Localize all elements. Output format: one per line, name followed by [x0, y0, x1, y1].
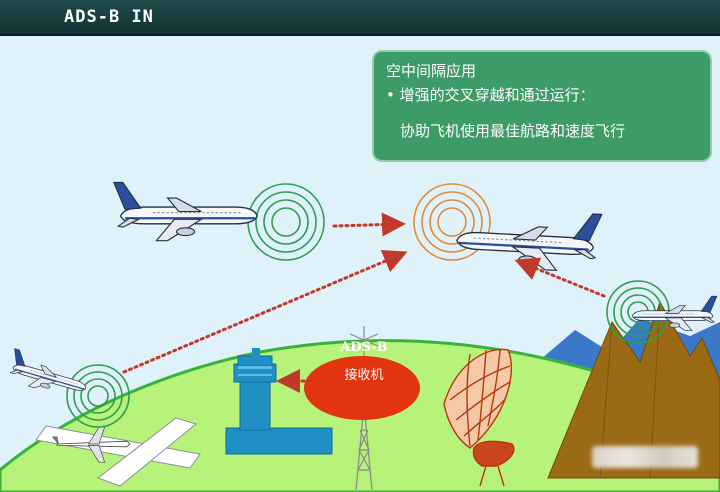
airplane-icon — [114, 182, 257, 240]
signal-rings-icon — [248, 184, 324, 260]
airplane-icon — [456, 207, 602, 273]
info-title: 空中间隔应用 — [386, 60, 476, 81]
info-bullet: • 增强的交叉穿越和通过运行： — [386, 84, 595, 105]
adsb-label: ADS-B — [334, 340, 394, 355]
watermark-blur — [592, 446, 698, 468]
receiver-label: 接收机 — [334, 364, 394, 383]
airplane-icon — [6, 348, 91, 401]
info-subtext: 协助飞机使用最佳航路和速度飞行 — [400, 120, 625, 141]
info-box: 空中间隔应用 • 增强的交叉穿越和通过运行： 协助飞机使用最佳航路和速度飞行 — [372, 50, 712, 162]
